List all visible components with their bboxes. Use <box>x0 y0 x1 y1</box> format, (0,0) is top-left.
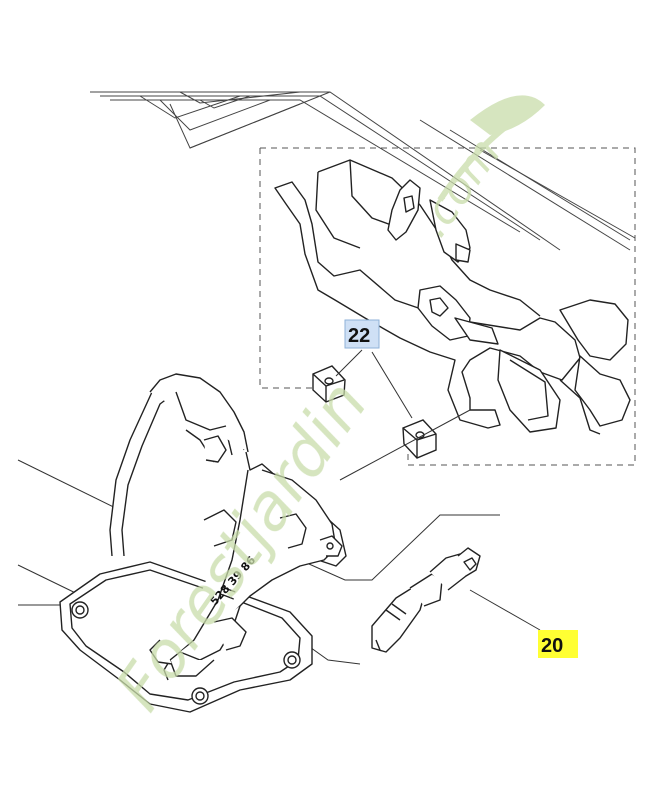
part-label-20-highlight <box>538 630 578 658</box>
part-label-22-text: 22 <box>348 325 370 347</box>
svg-text:.com: .com <box>407 129 511 247</box>
upper-bracket-assembly <box>274 159 631 435</box>
part-label-20-text: 20 <box>541 635 563 657</box>
square-nut-lower <box>402 419 437 459</box>
hose-elbow-part <box>371 547 481 653</box>
part-label-22-highlight <box>344 319 380 349</box>
intake-manifold <box>59 373 347 713</box>
assembly-boundary-dashed <box>259 147 636 466</box>
part-label-20[interactable]: 20 <box>538 630 578 658</box>
part-label-22[interactable]: 22 <box>344 319 380 349</box>
